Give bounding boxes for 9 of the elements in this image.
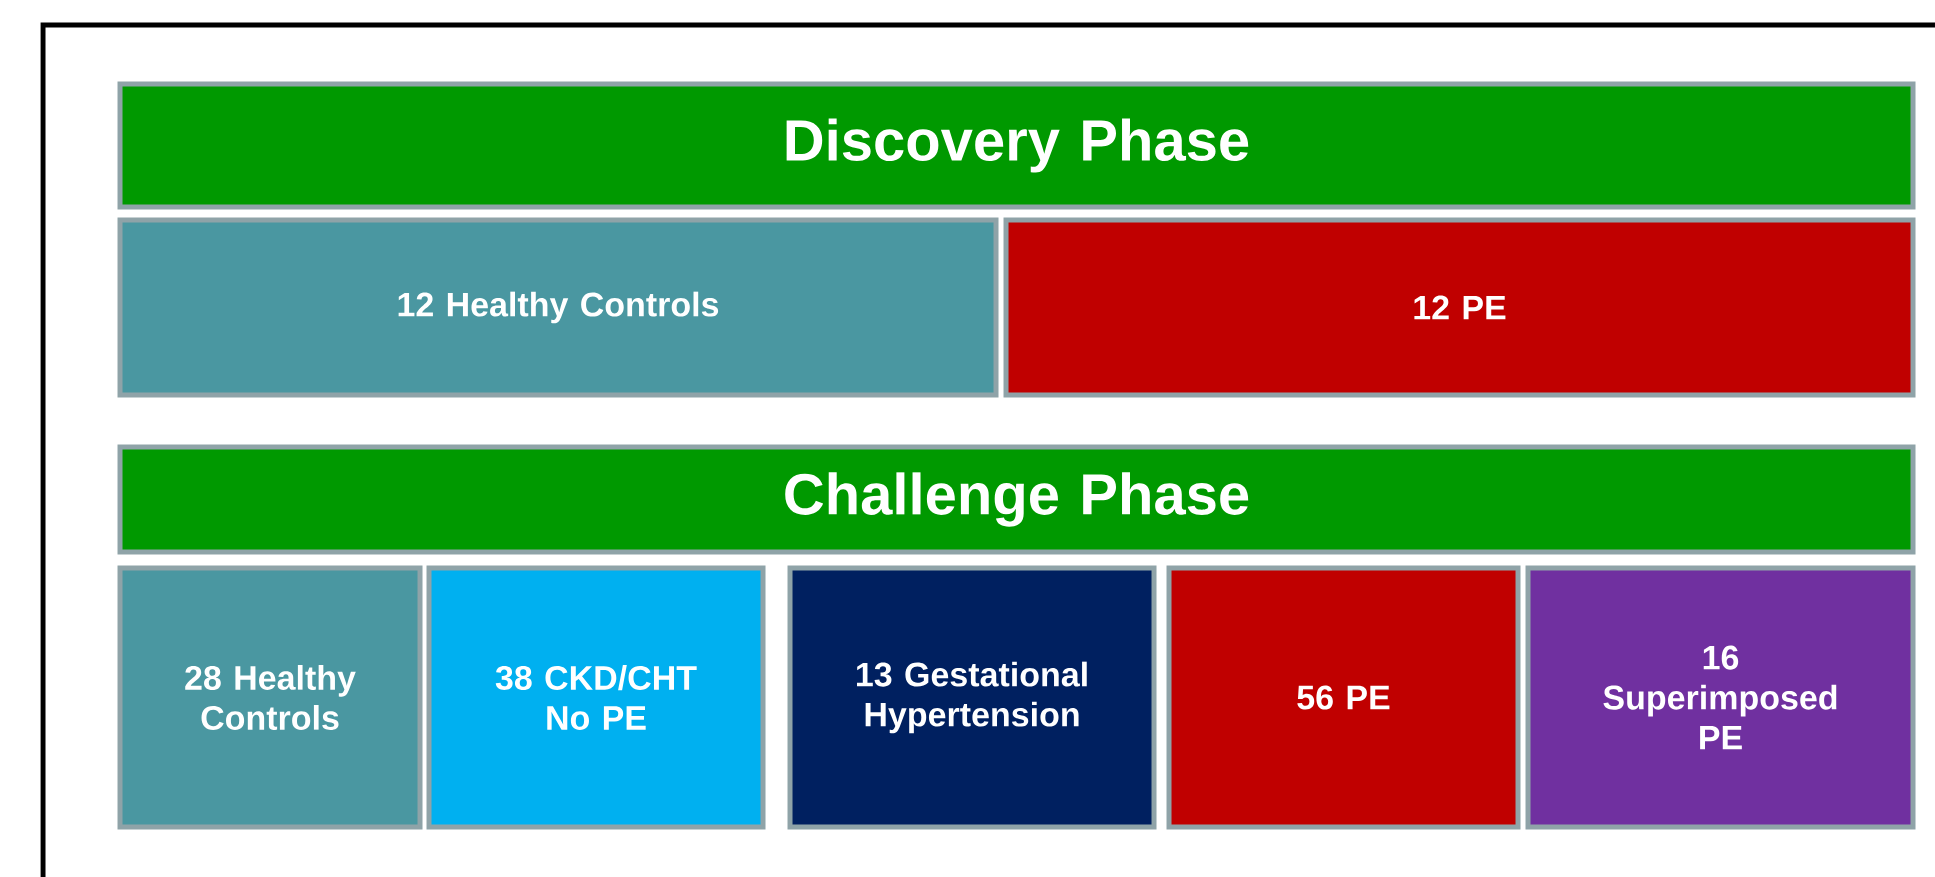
group-box: 16 Superimposed PE: [1525, 565, 1916, 830]
group-box: 13 Gestational Hypertension: [787, 565, 1157, 830]
group-box: 38 CKD/CHT No PE: [426, 565, 766, 830]
phase-banner: Challenge Phase: [117, 444, 1916, 555]
group-box: 12 PE: [1003, 217, 1916, 398]
group-box: 12 Healthy Controls: [117, 217, 999, 398]
group-box: 56 PE: [1166, 565, 1521, 830]
phase-banner: Discovery Phase: [117, 81, 1916, 210]
group-box: 28 Healthy Controls: [117, 565, 423, 830]
